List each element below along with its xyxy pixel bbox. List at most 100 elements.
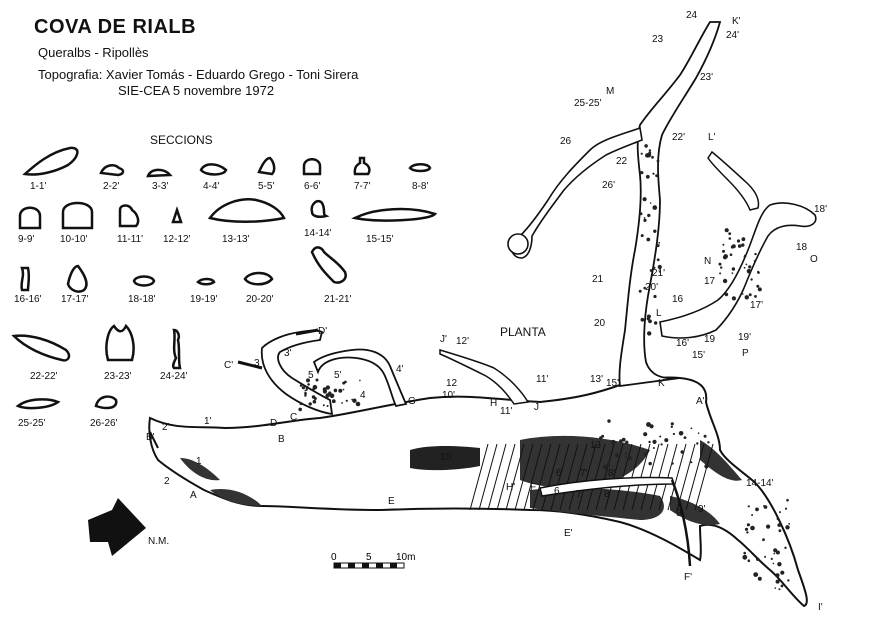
section-label: 2-2': [103, 181, 119, 192]
speckle-dot: [764, 555, 767, 558]
map-label: 6: [554, 486, 560, 497]
map-title: COVA DE RIALB: [34, 16, 197, 38]
map-label: C: [290, 412, 297, 423]
map-label: J': [440, 334, 447, 345]
map-label: 18': [814, 204, 827, 215]
plan-title: PLANTA: [500, 325, 546, 339]
section-label: 19-19': [190, 294, 218, 305]
section-25-shape: [15, 398, 61, 410]
speckle-dot: [690, 461, 693, 464]
speckle-dot: [757, 287, 762, 292]
speckle-dot: [624, 452, 628, 455]
section-3-shape: [146, 168, 173, 178]
speckle-dot: [747, 559, 751, 562]
speckle-dot: [639, 212, 643, 216]
speckle-dot: [741, 237, 746, 242]
section-label: 25-25': [18, 418, 46, 429]
section-label: 11-11': [117, 234, 143, 245]
speckle-dot: [773, 552, 776, 555]
speckle-dot: [656, 244, 660, 248]
speckle-dot: [653, 266, 656, 269]
map-label: 8: [604, 489, 610, 500]
speckle-dot: [784, 546, 787, 549]
boulder-area: [700, 440, 742, 481]
section-10-shape: [61, 201, 94, 230]
speckle-dot: [649, 269, 653, 272]
speckle-dot: [338, 388, 343, 393]
speckle-dot: [784, 507, 788, 510]
section-label: 9-9': [18, 234, 34, 245]
speckle-dot: [786, 498, 789, 502]
speckle-dot: [656, 258, 660, 262]
speckle-dot: [750, 278, 753, 281]
hatch-line: [505, 443, 525, 511]
map-label: C': [224, 360, 233, 371]
section-12-shape: [171, 206, 183, 224]
speckle-dot: [603, 464, 608, 470]
speckle-dot: [333, 388, 338, 393]
speckle-dot: [670, 425, 673, 428]
speckle-dot: [607, 419, 611, 423]
map-label: K': [732, 16, 741, 27]
speckle-dot: [754, 252, 757, 256]
map-label: 3': [284, 348, 292, 359]
map-label: 19: [704, 334, 716, 345]
speckle-dot: [744, 295, 749, 300]
speckle-dot: [652, 439, 657, 444]
map-label: 2': [162, 422, 170, 433]
speckle-dot: [643, 217, 646, 219]
map-label: M: [606, 86, 614, 97]
speckle-dot: [305, 388, 308, 391]
speckle-dot: [743, 551, 746, 555]
speckle-dot: [355, 401, 361, 407]
hatch-line: [694, 443, 714, 511]
speckle-dot: [778, 588, 781, 591]
boulder-area: [410, 446, 480, 471]
map-label: E': [564, 528, 573, 539]
map-label: 21: [592, 274, 604, 285]
speckle-dot: [746, 531, 749, 534]
hatch-line: [487, 443, 507, 511]
speckle-dot: [304, 389, 307, 392]
speckle-dot: [775, 579, 780, 584]
speckle-dot: [773, 548, 778, 553]
section-label: 20-20': [246, 294, 274, 305]
speckle-dot: [643, 452, 648, 456]
hatch-line: [604, 443, 624, 511]
speckle-dot: [640, 234, 644, 238]
speckle-dot: [775, 573, 780, 578]
branch-26-outline: [511, 126, 643, 259]
map-label: 16: [672, 294, 684, 305]
speckle-dot: [645, 174, 650, 179]
map-label: 22: [616, 156, 628, 167]
speckle-dot: [621, 437, 626, 442]
speckle-dot: [722, 278, 728, 284]
speckle-dot: [654, 321, 658, 325]
map-label: L: [656, 308, 662, 319]
section-20-shape: [243, 271, 274, 286]
speckle-dot: [777, 562, 782, 567]
group-date-text: SIE-CEA 5 novembre 1972: [118, 83, 275, 98]
speckle-dot: [683, 436, 687, 439]
speckle-dot: [312, 384, 318, 390]
section-label: 14-14': [304, 228, 332, 239]
speckle-dot: [656, 159, 660, 163]
section-23-shape: [105, 323, 135, 362]
branch-c-d-outline: [260, 329, 334, 416]
section-1-shape: [22, 146, 79, 176]
speckle-dot: [724, 228, 729, 233]
speckle-dot: [322, 389, 327, 394]
map-label: N: [704, 256, 711, 267]
section-9-shape: [18, 206, 42, 230]
speckle-dot: [643, 218, 647, 222]
speckle-dot: [646, 317, 650, 321]
speckle-dot: [331, 399, 336, 404]
speckle-dot: [787, 579, 790, 582]
map-label: 2: [164, 476, 170, 487]
map-label: L': [708, 132, 716, 143]
section-17-shape: [66, 264, 88, 293]
speckle-dot: [640, 152, 643, 155]
speckle-dot: [652, 205, 658, 210]
